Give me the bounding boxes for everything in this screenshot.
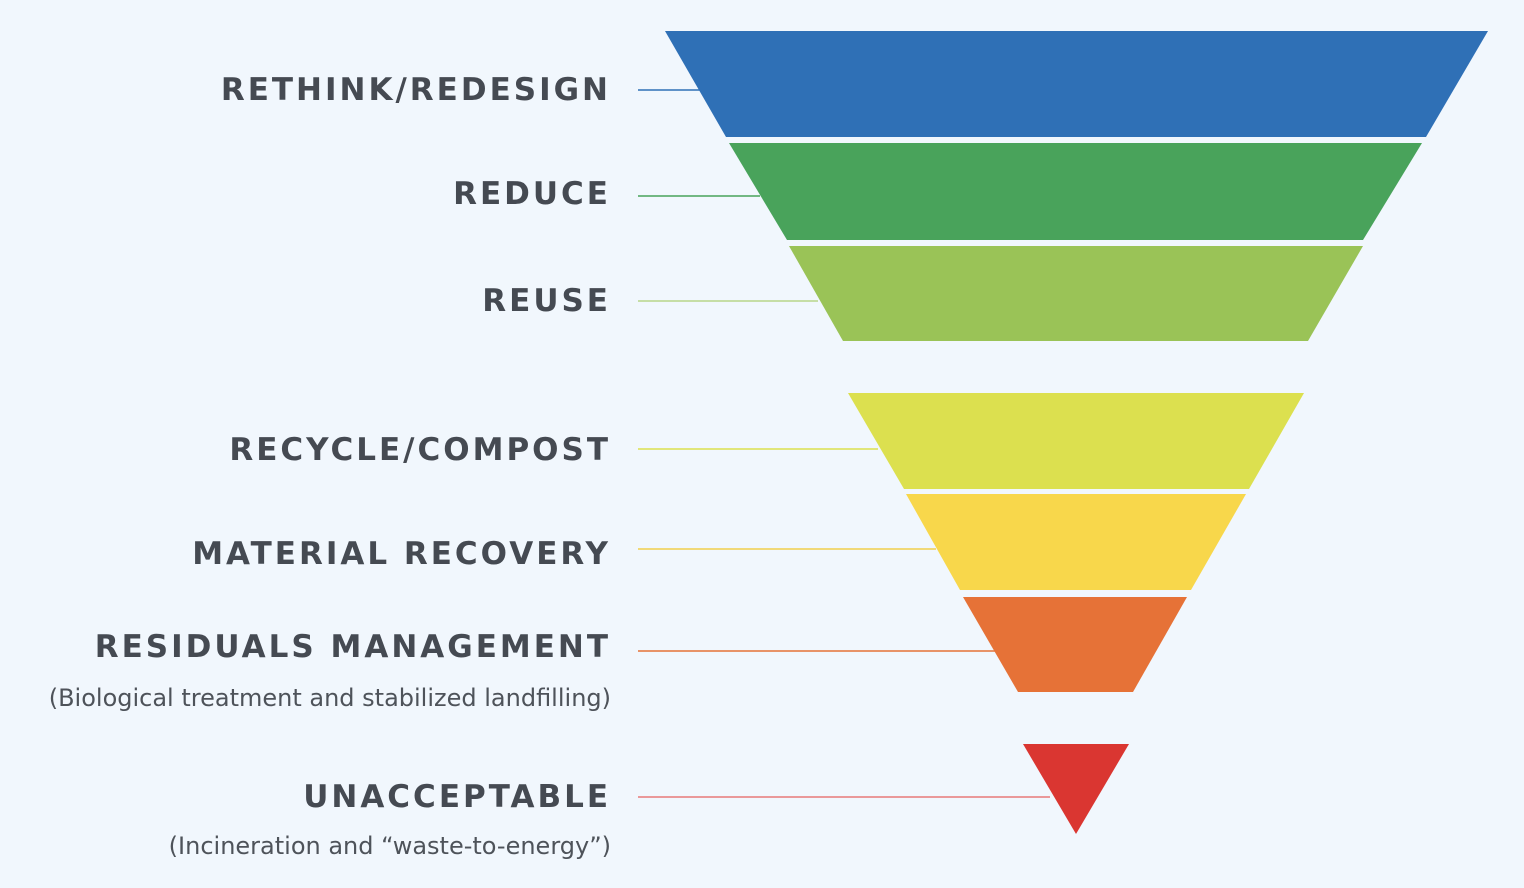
tier-band-recycle-compost [848,393,1304,489]
tier-label-material-recovery: MATERIAL RECOVERY [192,536,611,572]
tier-sublabel-residuals-management: (Biological treatment and stabilized lan… [48,684,611,712]
tier-band-reuse [789,246,1363,341]
tier-band-unacceptable [1023,744,1129,834]
tier-label-rethink-redesign: RETHINK/REDESIGN [220,72,611,108]
tier-label-reduce: REDUCE [453,176,611,212]
tier-sublabel-unacceptable: (Incineration and “waste-to-energy”) [168,832,611,860]
tier-band-reduce [729,143,1422,240]
tier-label-unacceptable: UNACCEPTABLE [303,779,611,815]
inverted-pyramid [665,31,1488,834]
tier-band-residuals-management [963,597,1187,692]
tier-band-material-recovery [906,494,1246,590]
tier-label-reuse: REUSE [482,283,611,319]
tier-band-rethink-redesign [665,31,1488,137]
connector-lines [638,89,1050,798]
tier-label-residuals-management: RESIDUALS MANAGEMENT [94,629,611,665]
tier-label-recycle-compost: RECYCLE/COMPOST [229,432,611,468]
